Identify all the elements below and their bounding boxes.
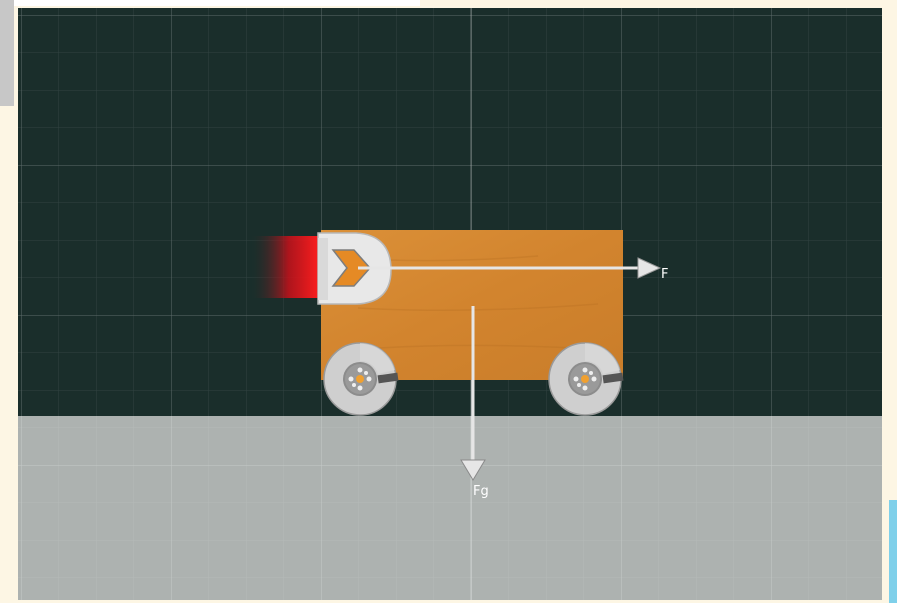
side-accent-strip	[889, 500, 897, 603]
frame-top-strip	[0, 0, 420, 6]
thruster-flame	[250, 236, 320, 298]
force-label-gravity: Fg	[473, 484, 489, 499]
force-label-applied: F	[661, 267, 668, 282]
simulation-canvas[interactable]: F Fg	[18, 8, 882, 600]
side-panel-tab	[0, 0, 14, 106]
